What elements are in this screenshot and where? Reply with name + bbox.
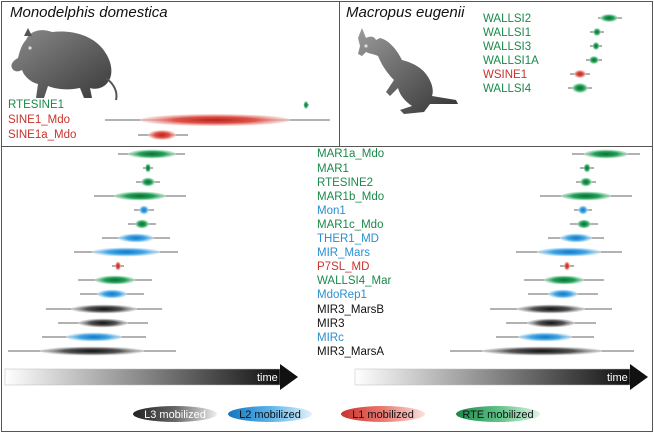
label-rtesine1: RTESINE1	[8, 99, 65, 111]
mdorep1-right-activity-blob	[548, 289, 578, 299]
mar1-left-activity-blob	[145, 163, 151, 173]
wallaby-silhouette-icon	[358, 28, 458, 114]
p7sl-md-left-activity-blob	[115, 261, 121, 271]
p7sl-md-right-activity-blob	[564, 261, 570, 271]
activity-bars	[8, 14, 640, 356]
label-wsine1: WSINE1	[483, 69, 528, 81]
label-p7sl-md: P7SL_MD	[317, 261, 370, 273]
mdorep1-left-activity-blob	[97, 289, 127, 299]
label-ther1-md: THER1_MD	[317, 233, 379, 245]
wallsi2-activity-blob	[600, 14, 618, 22]
mon1-left-activity-blob	[139, 205, 149, 215]
panel-shared	[1, 146, 653, 432]
wallsi1a-activity-blob	[589, 56, 599, 64]
legend-item-l2: L2 mobilized	[228, 406, 312, 422]
sine1-mdo-activity-blob	[140, 114, 290, 126]
label-sine1a-mdo: SINE1a_Mdo	[8, 129, 77, 141]
opossum-silhouette-icon	[11, 28, 118, 101]
legend-label-l3: L3 mobilized	[144, 409, 206, 421]
rtesine1-activity-blob	[303, 101, 309, 109]
time-arrow-right: time	[354, 364, 648, 390]
label-sine1-mdo: SINE1_Mdo	[8, 114, 71, 126]
legend-item-l1: L1 mobilized	[341, 406, 425, 422]
wallsi4-activity-blob	[572, 83, 588, 93]
label-wallsi1: WALLSI1	[483, 27, 532, 39]
legend-item-l3: L3 mobilized	[133, 406, 217, 422]
label-wallsi4: WALLSI4	[483, 83, 532, 95]
ther1-md-right-activity-blob	[560, 233, 592, 243]
wallsi3-activity-blob	[592, 42, 600, 50]
legend-item-rte: RTE mobilized	[456, 406, 540, 422]
mir3-left-activity-blob	[78, 318, 128, 328]
mir3-right-activity-blob	[527, 318, 575, 328]
mar1-right-activity-blob	[583, 163, 591, 173]
label-mirc: MIRc	[317, 332, 344, 344]
label-mir3: MIR3	[317, 318, 345, 330]
time-arrow-left: time	[4, 364, 298, 390]
label-wallsi4-mar: WALLSI4_Mar	[317, 275, 392, 287]
label-mar1b-mdo: MAR1b_Mdo	[317, 191, 385, 203]
label-mir3-marsb: MIR3_MarsB	[317, 304, 385, 316]
label-mar1: MAR1	[317, 163, 349, 175]
label-rtesine2: RTESINE2	[317, 177, 374, 189]
ther1-md-left-activity-blob	[118, 233, 154, 243]
time-label-right: time	[607, 372, 628, 384]
legend-label-l2: L2 mobilized	[239, 409, 301, 421]
mon1-right-activity-blob	[578, 205, 588, 215]
label-mdorep1: MdoRep1	[317, 289, 367, 301]
label-mir3-marsa: MIR3_MarsA	[317, 346, 385, 358]
species-wallaby: Macropus eugenii	[346, 4, 465, 21]
mirc-right-activity-blob	[518, 332, 572, 342]
legend-label-rte: RTE mobilized	[462, 409, 533, 421]
legend: L3 mobilized L2 mobilized L1 mobilized R…	[133, 406, 540, 422]
mir3-marsa-left-activity-blob	[40, 346, 144, 356]
mirc-left-activity-blob	[66, 332, 122, 342]
species-opossum: Monodelphis domestica	[10, 4, 168, 21]
mir3-marsa-right-activity-blob	[482, 346, 602, 356]
label-mon1: Mon1	[317, 205, 346, 217]
mir3-marsb-right-activity-blob	[517, 304, 585, 314]
wallsi4-mar-right-activity-blob	[544, 275, 584, 285]
mar1a-mdo-left-activity-blob	[128, 149, 176, 159]
wallsi1-activity-blob	[593, 28, 601, 36]
wallsi4-mar-left-activity-blob	[95, 275, 135, 285]
rtesine2-right-activity-blob	[580, 177, 592, 187]
wsine1-activity-blob	[574, 70, 586, 78]
time-label-left: time	[257, 372, 278, 384]
mar1a-mdo-right-activity-blob	[584, 149, 628, 159]
mir-mars-left-activity-blob	[92, 247, 160, 257]
label-wallsi2: WALLSI2	[483, 13, 532, 25]
mar1b-mdo-right-activity-blob	[561, 191, 611, 201]
mar1b-mdo-left-activity-blob	[114, 191, 166, 201]
label-wallsi1a: WALLSI1A	[483, 55, 539, 67]
label-mar1a-mdo: MAR1a_Mdo	[317, 148, 385, 160]
mir-mars-right-activity-blob	[537, 247, 601, 257]
label-wallsi3: WALLSI3	[483, 41, 532, 53]
label-mir-mars: MIR_Mars	[317, 247, 371, 259]
mar1c-mdo-left-activity-blob	[135, 219, 149, 229]
mir3-marsb-left-activity-blob	[71, 304, 137, 314]
legend-label-l1: L1 mobilized	[352, 409, 414, 421]
label-mar1c-mdo: MAR1c_Mdo	[317, 219, 384, 231]
rtesine2-left-activity-blob	[141, 177, 155, 187]
mar1c-mdo-right-activity-blob	[577, 219, 591, 229]
sine1a-mdo-activity-blob	[148, 130, 176, 140]
